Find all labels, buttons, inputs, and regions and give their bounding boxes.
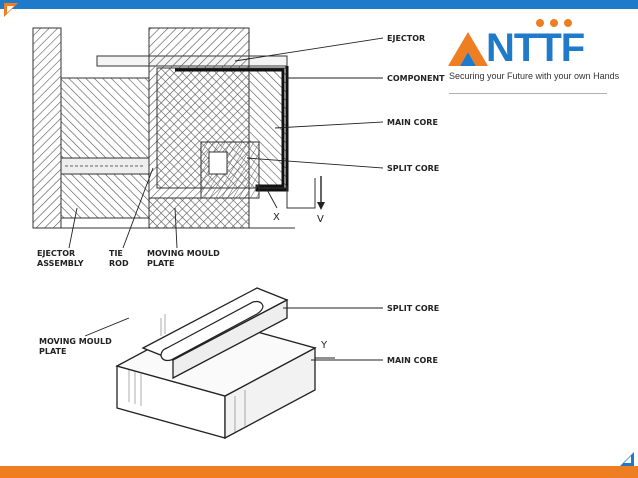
label-ejector-assembly-2: ASSEMBLY — [37, 259, 84, 268]
label-ejector: EJECTOR — [387, 34, 425, 43]
label-ejector-assembly-1: EJECTOR — [37, 249, 75, 258]
label-x: X — [273, 212, 280, 223]
nttf-logo: NTTF Securing your Future with your own … — [446, 16, 620, 96]
leader-lines-bottom — [84, 307, 383, 361]
logo-divider — [449, 93, 607, 94]
label-main-core-top: MAIN CORE — [387, 118, 438, 127]
logo-tagline: Securing your Future with your own Hands — [449, 71, 620, 81]
label-v: V — [317, 214, 324, 225]
logo-brand-text: NTTF — [486, 26, 585, 70]
moving-plate-left — [32, 27, 62, 229]
label-moving-plate-top-1: MOVING MOULD — [147, 249, 220, 258]
corner-ornament-top-left — [4, 3, 18, 17]
label-moving-plate-bottom-1: MOVING MOULD — [39, 337, 112, 346]
isometric-view — [115, 287, 335, 440]
bottom-accent-bar — [0, 466, 638, 478]
label-moving-plate-top-2: PLATE — [147, 259, 174, 268]
label-tie-rod-2: ROD — [109, 259, 129, 268]
logo-mark-icon — [448, 32, 488, 66]
label-moving-plate-bottom-2: PLATE — [39, 347, 66, 356]
label-y: Y — [320, 340, 328, 351]
label-split-core-top: SPLIT CORE — [387, 164, 439, 173]
label-main-core-bottom: MAIN CORE — [387, 356, 438, 365]
label-split-core-bottom: SPLIT CORE — [387, 304, 439, 313]
top-accent-bar — [0, 0, 638, 9]
split-core-front-face — [172, 298, 288, 380]
mould-diagram: EJECTOR COMPONENT MAIN CORE SPLIT CORE X… — [32, 27, 445, 440]
leader-lines-top — [68, 37, 384, 249]
label-component: COMPONENT — [387, 74, 445, 83]
logo-dots-icon — [536, 19, 572, 27]
bottom-plate — [148, 197, 250, 229]
ejector-assembly-block — [60, 77, 150, 219]
section-view — [32, 27, 325, 229]
corner-ornament-bottom-right — [620, 452, 634, 466]
label-tie-rod-1: TIE — [109, 249, 123, 258]
split-core-slot — [160, 300, 264, 362]
